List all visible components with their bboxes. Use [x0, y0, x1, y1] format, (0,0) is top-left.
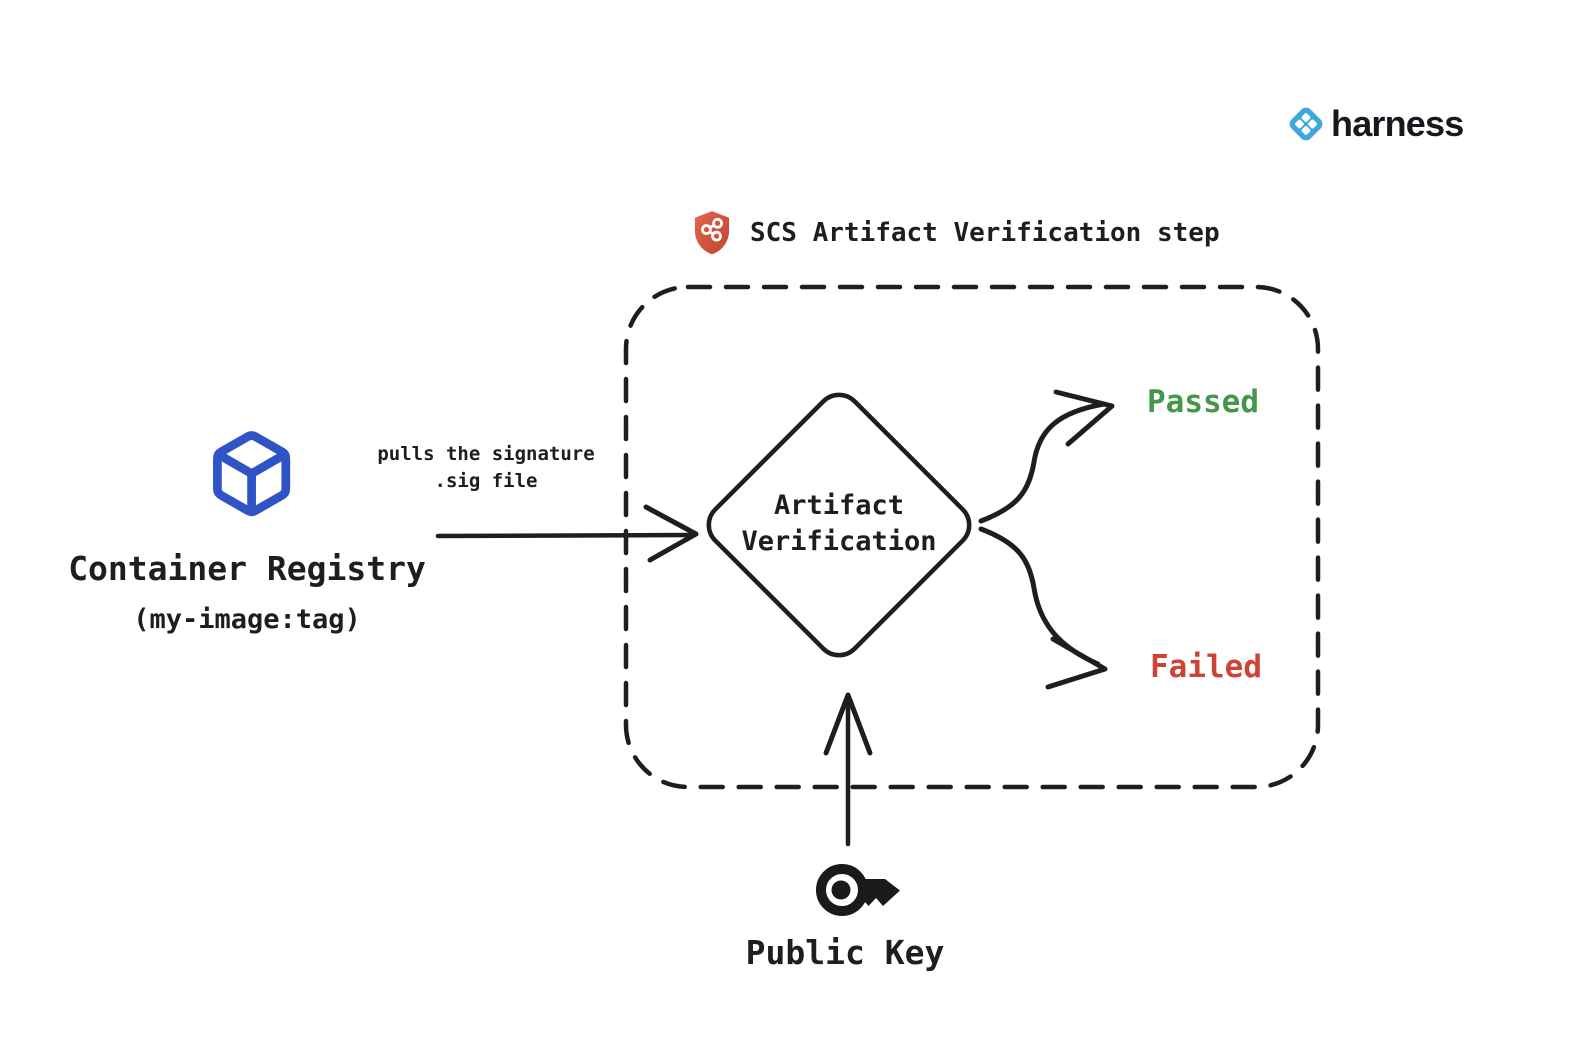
harness-logo-icon: [1289, 107, 1323, 141]
artifact-verification-line1: Artifact: [773, 490, 905, 521]
pull-arrow: [435, 504, 699, 563]
supply-chain-shield-icon: [694, 211, 730, 255]
cube-icon: [213, 431, 291, 517]
brand-wordmark: harness: [1331, 103, 1464, 144]
pull-edge-label: pulls the signature .sig file: [377, 441, 594, 495]
decision-diamond-shape: [706, 392, 972, 658]
step-header: SCS Artifact Verification step: [691, 209, 1220, 256]
key-icon: [816, 864, 900, 916]
container-registry-label: Container Registry: [68, 549, 426, 588]
pull-edge-label-line1: pulls the signature: [377, 443, 595, 465]
public-key-label: Public Key: [745, 933, 945, 972]
passed-arrow: [978, 389, 1115, 524]
artifact-verification-line2: Verification: [741, 526, 937, 557]
failed-arrow: [978, 526, 1108, 690]
outcome-failed-label: Failed: [1150, 649, 1262, 685]
outcome-passed-label: Passed: [1147, 384, 1259, 420]
pull-edge-label-line2: .sig file: [434, 470, 538, 492]
artifact-verification-node: Artifact Verification: [741, 488, 936, 560]
public-key-arrow: [823, 692, 873, 847]
step-header-title: SCS Artifact Verification step: [750, 217, 1220, 248]
brand-logo: harness: [1286, 103, 1464, 144]
container-registry-sublabel: (my-image:tag): [133, 604, 361, 635]
